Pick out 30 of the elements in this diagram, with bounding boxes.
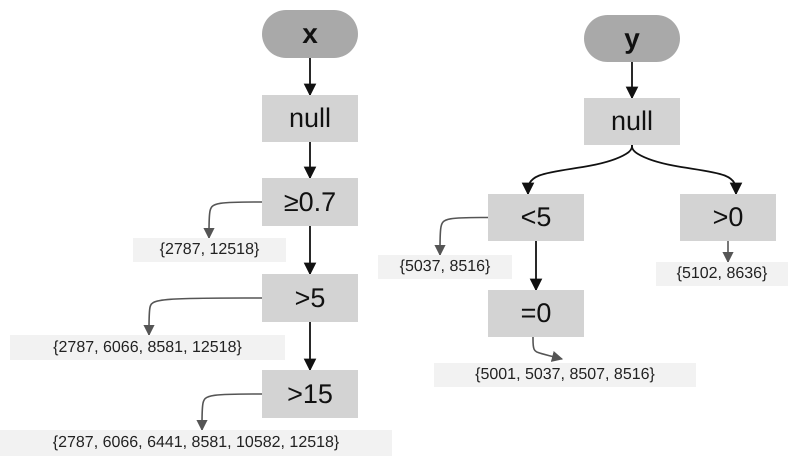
result-set: {5102, 8636} [656, 262, 788, 286]
arrow [304, 322, 316, 372]
result-set: {2787, 6066, 8581, 12518} [10, 335, 285, 360]
arrow [631, 145, 742, 196]
arrow [304, 142, 316, 180]
condition-box: >5 [262, 274, 358, 322]
condition-box: <5 [488, 194, 584, 241]
condition-box: >15 [262, 370, 358, 418]
arrow [304, 226, 316, 276]
arrow [434, 216, 488, 256]
process-box: null [262, 95, 358, 142]
arrow [522, 145, 633, 196]
start-pill: y [584, 15, 680, 62]
result-set: {2787, 6066, 6441, 8581, 10582, 12518} [0, 430, 392, 456]
condition-box: >0 [680, 194, 776, 241]
start-pill: x [262, 10, 358, 58]
result-set: {2787, 12518} [133, 238, 286, 262]
result-set: {5037, 8516} [378, 255, 512, 279]
condition-box: =0 [488, 290, 584, 337]
arrow [530, 241, 542, 292]
arrow [532, 337, 564, 362]
result-set: {5001, 5037, 8507, 8516} [434, 363, 696, 387]
arrow [196, 393, 262, 432]
arrow [722, 241, 734, 264]
arrow [304, 58, 316, 96]
arrow [143, 297, 262, 336]
arrow [203, 201, 262, 240]
condition-box: ≥0.7 [262, 178, 358, 226]
arrow [626, 62, 638, 100]
process-box: null [584, 98, 680, 145]
